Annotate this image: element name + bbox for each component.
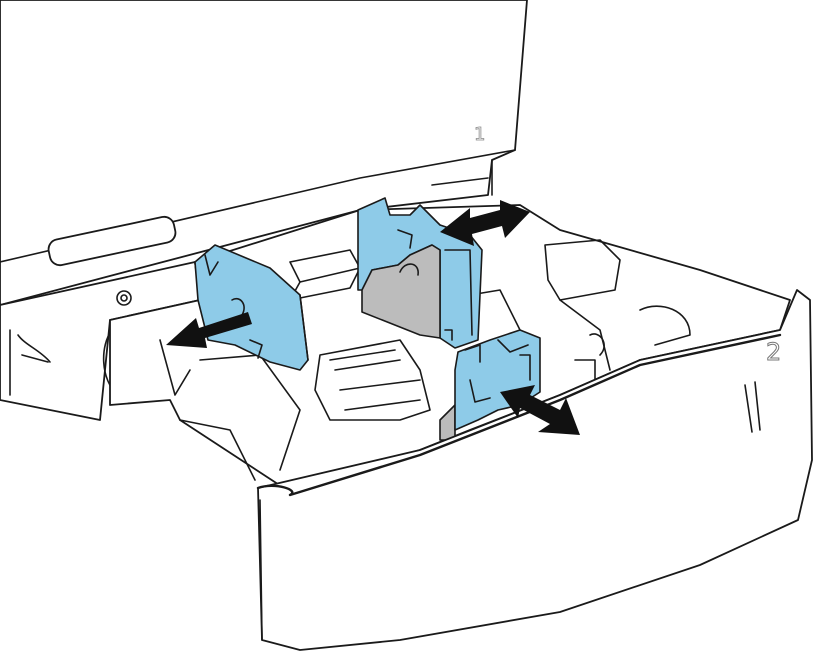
arrow-double-horizontal-icon <box>440 200 530 246</box>
arrow-double-diagonal-icon <box>500 385 580 435</box>
gear-icon <box>116 290 132 306</box>
printer-body: 1 <box>0 0 528 306</box>
tray-2-front: 2 <box>256 289 813 651</box>
handle-slot <box>47 215 177 267</box>
paper-stop <box>361 244 441 339</box>
tray-1-number: 1 <box>474 124 485 145</box>
tray-2-number: 2 <box>766 338 781 366</box>
arrow-left-icon <box>166 312 252 348</box>
